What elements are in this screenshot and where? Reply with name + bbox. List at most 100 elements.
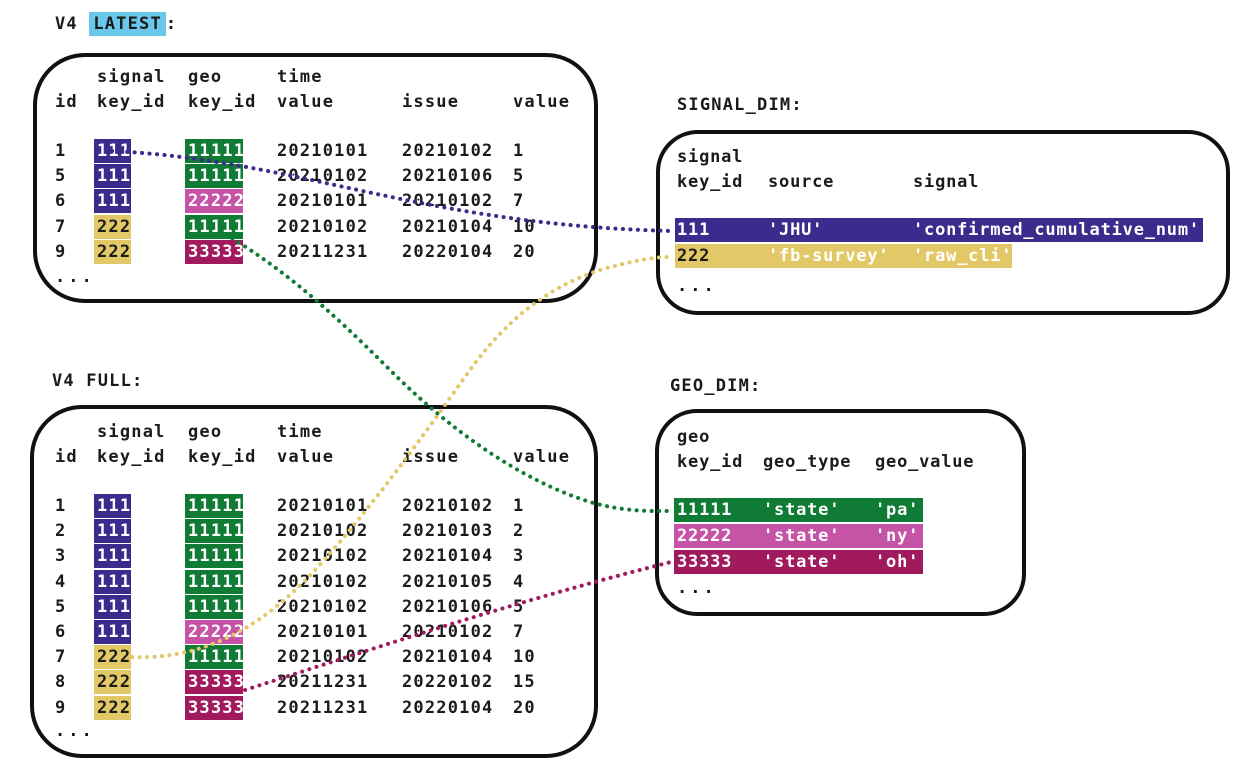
v4-full-header-time: time <box>277 422 323 442</box>
v4-latest-cell-issue: 20220104 <box>402 241 494 262</box>
v4-full-header-time-value: value <box>277 447 335 467</box>
v4-full-header-issue: issue <box>402 447 460 467</box>
v4-full-cell-value: 1 <box>513 496 525 516</box>
geo-dim-row: 22222 'state' 'ny' <box>674 524 923 548</box>
v4-latest-cell-id: 6 <box>55 191 67 212</box>
v4-latest-cell-geo-key-id: 22222 <box>185 189 244 214</box>
signal-dim-cell-signal: 'confirmed_cumulative_num' <box>913 220 1200 240</box>
v4-latest-header-signal-key-id: key_id <box>97 92 166 112</box>
v4-full-cell-issue: 20210104 <box>402 647 494 668</box>
v4-latest-cell-time-value: 20210102 <box>277 216 369 237</box>
v4-full-header-geo: geo <box>188 422 223 442</box>
v4-full-title-pre: V4 FULL: <box>52 371 144 391</box>
geo-dim-cell-geo-type: 'state' <box>763 526 841 546</box>
v4-latest-cell-geo-key-id: 11111 <box>185 164 244 189</box>
v4-full-cell-id: 1 <box>55 496 67 516</box>
signal-dim-title: SIGNAL_DIM: <box>677 93 803 117</box>
v4-full-cell-id: 4 <box>55 571 67 592</box>
v4-latest-header-value: value <box>513 92 571 112</box>
v4-full-ellipsis: ... <box>55 721 95 741</box>
signal-dim-row: 111 'JHU' 'confirmed_cumulative_num' <box>675 218 1203 242</box>
geo-dim-cell-key-id: 11111 <box>677 500 733 520</box>
v4-full-cell-signal-key-id: 222 <box>94 695 131 720</box>
v4-full-cell-id: 9 <box>55 697 67 718</box>
v4-full-cell-value: 5 <box>513 596 525 617</box>
latest-highlight: LATEST <box>89 12 166 36</box>
v4-full-header-value: value <box>513 447 571 467</box>
v4-full-cell-issue: 20220104 <box>402 697 494 718</box>
v4-latest-cell-issue: 20210104 <box>402 216 494 237</box>
geo-dim-cell-key-id: 22222 <box>677 526 733 546</box>
v4-latest-cell-value: 20 <box>513 241 536 262</box>
v4-latest-cell-signal-key-id: 222 <box>94 214 131 239</box>
v4-latest-cell-id: 5 <box>55 166 67 187</box>
v4-full-header-signal: signal <box>97 422 166 442</box>
v4-latest-cell-signal-key-id: 111 <box>94 164 131 189</box>
geo-dim-title-pre: GEO_DIM: <box>670 376 762 396</box>
v4-latest-cell-issue: 20210102 <box>402 141 494 161</box>
v4-full-cell-signal-key-id: 111 <box>94 544 131 569</box>
v4-latest-ellipsis: ... <box>55 267 95 287</box>
v4-full-cell-time-value: 20210102 <box>277 546 369 567</box>
v4-full-cell-signal-key-id: 111 <box>94 594 131 619</box>
v4-latest-cell-time-value: 20210101 <box>277 141 369 161</box>
v4-latest-header-time-value: value <box>277 92 335 112</box>
v4-full-cell-id: 7 <box>55 647 67 668</box>
v4-latest-cell-id: 9 <box>55 241 67 262</box>
v4-full-cell-issue: 20210104 <box>402 546 494 567</box>
v4-latest-header-id: id <box>55 92 78 112</box>
v4-full-header-id: id <box>55 447 78 467</box>
v4-latest-header-signal: signal <box>97 67 166 87</box>
geo-dim-header-geo: geo <box>677 427 711 447</box>
v4-full-cell-value: 3 <box>513 546 525 567</box>
v4-full-cell-geo-key-id: 11111 <box>185 594 244 619</box>
v4-full-cell-issue: 20220102 <box>402 672 494 693</box>
v4-full-cell-time-value: 20210102 <box>277 571 369 592</box>
v4-full-cell-issue: 20210103 <box>402 521 494 542</box>
geo-dim-cell-geo-value: 'ny' <box>875 526 920 546</box>
v4-full-cell-issue: 20210105 <box>402 571 494 592</box>
v4-full-cell-value: 4 <box>513 571 525 592</box>
v4-full-cell-geo-key-id: 11111 <box>185 519 244 544</box>
geo-dim-cell-geo-type: 'state' <box>763 552 841 572</box>
v4-latest-cell-issue: 20210102 <box>402 191 494 212</box>
v4-latest-cell-geo-key-id: 33333 <box>185 239 244 264</box>
v4-full-cell-geo-key-id: 33333 <box>185 695 244 720</box>
geo-dim-header-geo-type: geo_type <box>763 452 852 472</box>
signal-dim-cell-signal: 'raw_cli' <box>913 246 1013 266</box>
v4-latest-title: V4 LATEST: <box>55 12 177 36</box>
v4-full-cell-time-value: 20210102 <box>277 521 369 542</box>
v4-latest-header-geo: geo <box>188 67 223 87</box>
v4-full-cell-signal-key-id: 111 <box>94 519 131 544</box>
v4-latest-cell-value: 5 <box>513 166 525 187</box>
v4-full-cell-signal-key-id: 111 <box>94 494 131 518</box>
v4-latest-cell-value: 7 <box>513 191 525 212</box>
geo-dim-cell-geo-type: 'state' <box>763 500 841 520</box>
v4-latest-title-post: : <box>165 14 178 34</box>
v4-full-cell-geo-key-id: 33333 <box>185 670 244 695</box>
geo-dim-ellipsis: ... <box>677 578 717 598</box>
signal-dim-cell-key-id: 111 <box>677 220 711 240</box>
signal-dim-cell-source: 'JHU' <box>768 220 824 240</box>
v4-latest-cell-id: 1 <box>55 141 67 161</box>
v4-latest-cell-value: 1 <box>513 141 525 161</box>
v4-latest-cell-geo-key-id: 11111 <box>185 139 244 163</box>
geo-dim-header-geo-value: geo_value <box>875 452 975 472</box>
v4-full-cell-issue: 20210102 <box>402 496 494 516</box>
v4-full-cell-time-value: 20210102 <box>277 596 369 617</box>
v4-full-cell-time-value: 20210102 <box>277 647 369 668</box>
v4-full-cell-issue: 20210106 <box>402 596 494 617</box>
v4-full-cell-id: 6 <box>55 622 67 642</box>
v4-full-cell-time-value: 20210101 <box>277 622 369 642</box>
v4-full-cell-signal-key-id: 222 <box>94 670 131 695</box>
v4-full-cell-id: 5 <box>55 596 67 617</box>
